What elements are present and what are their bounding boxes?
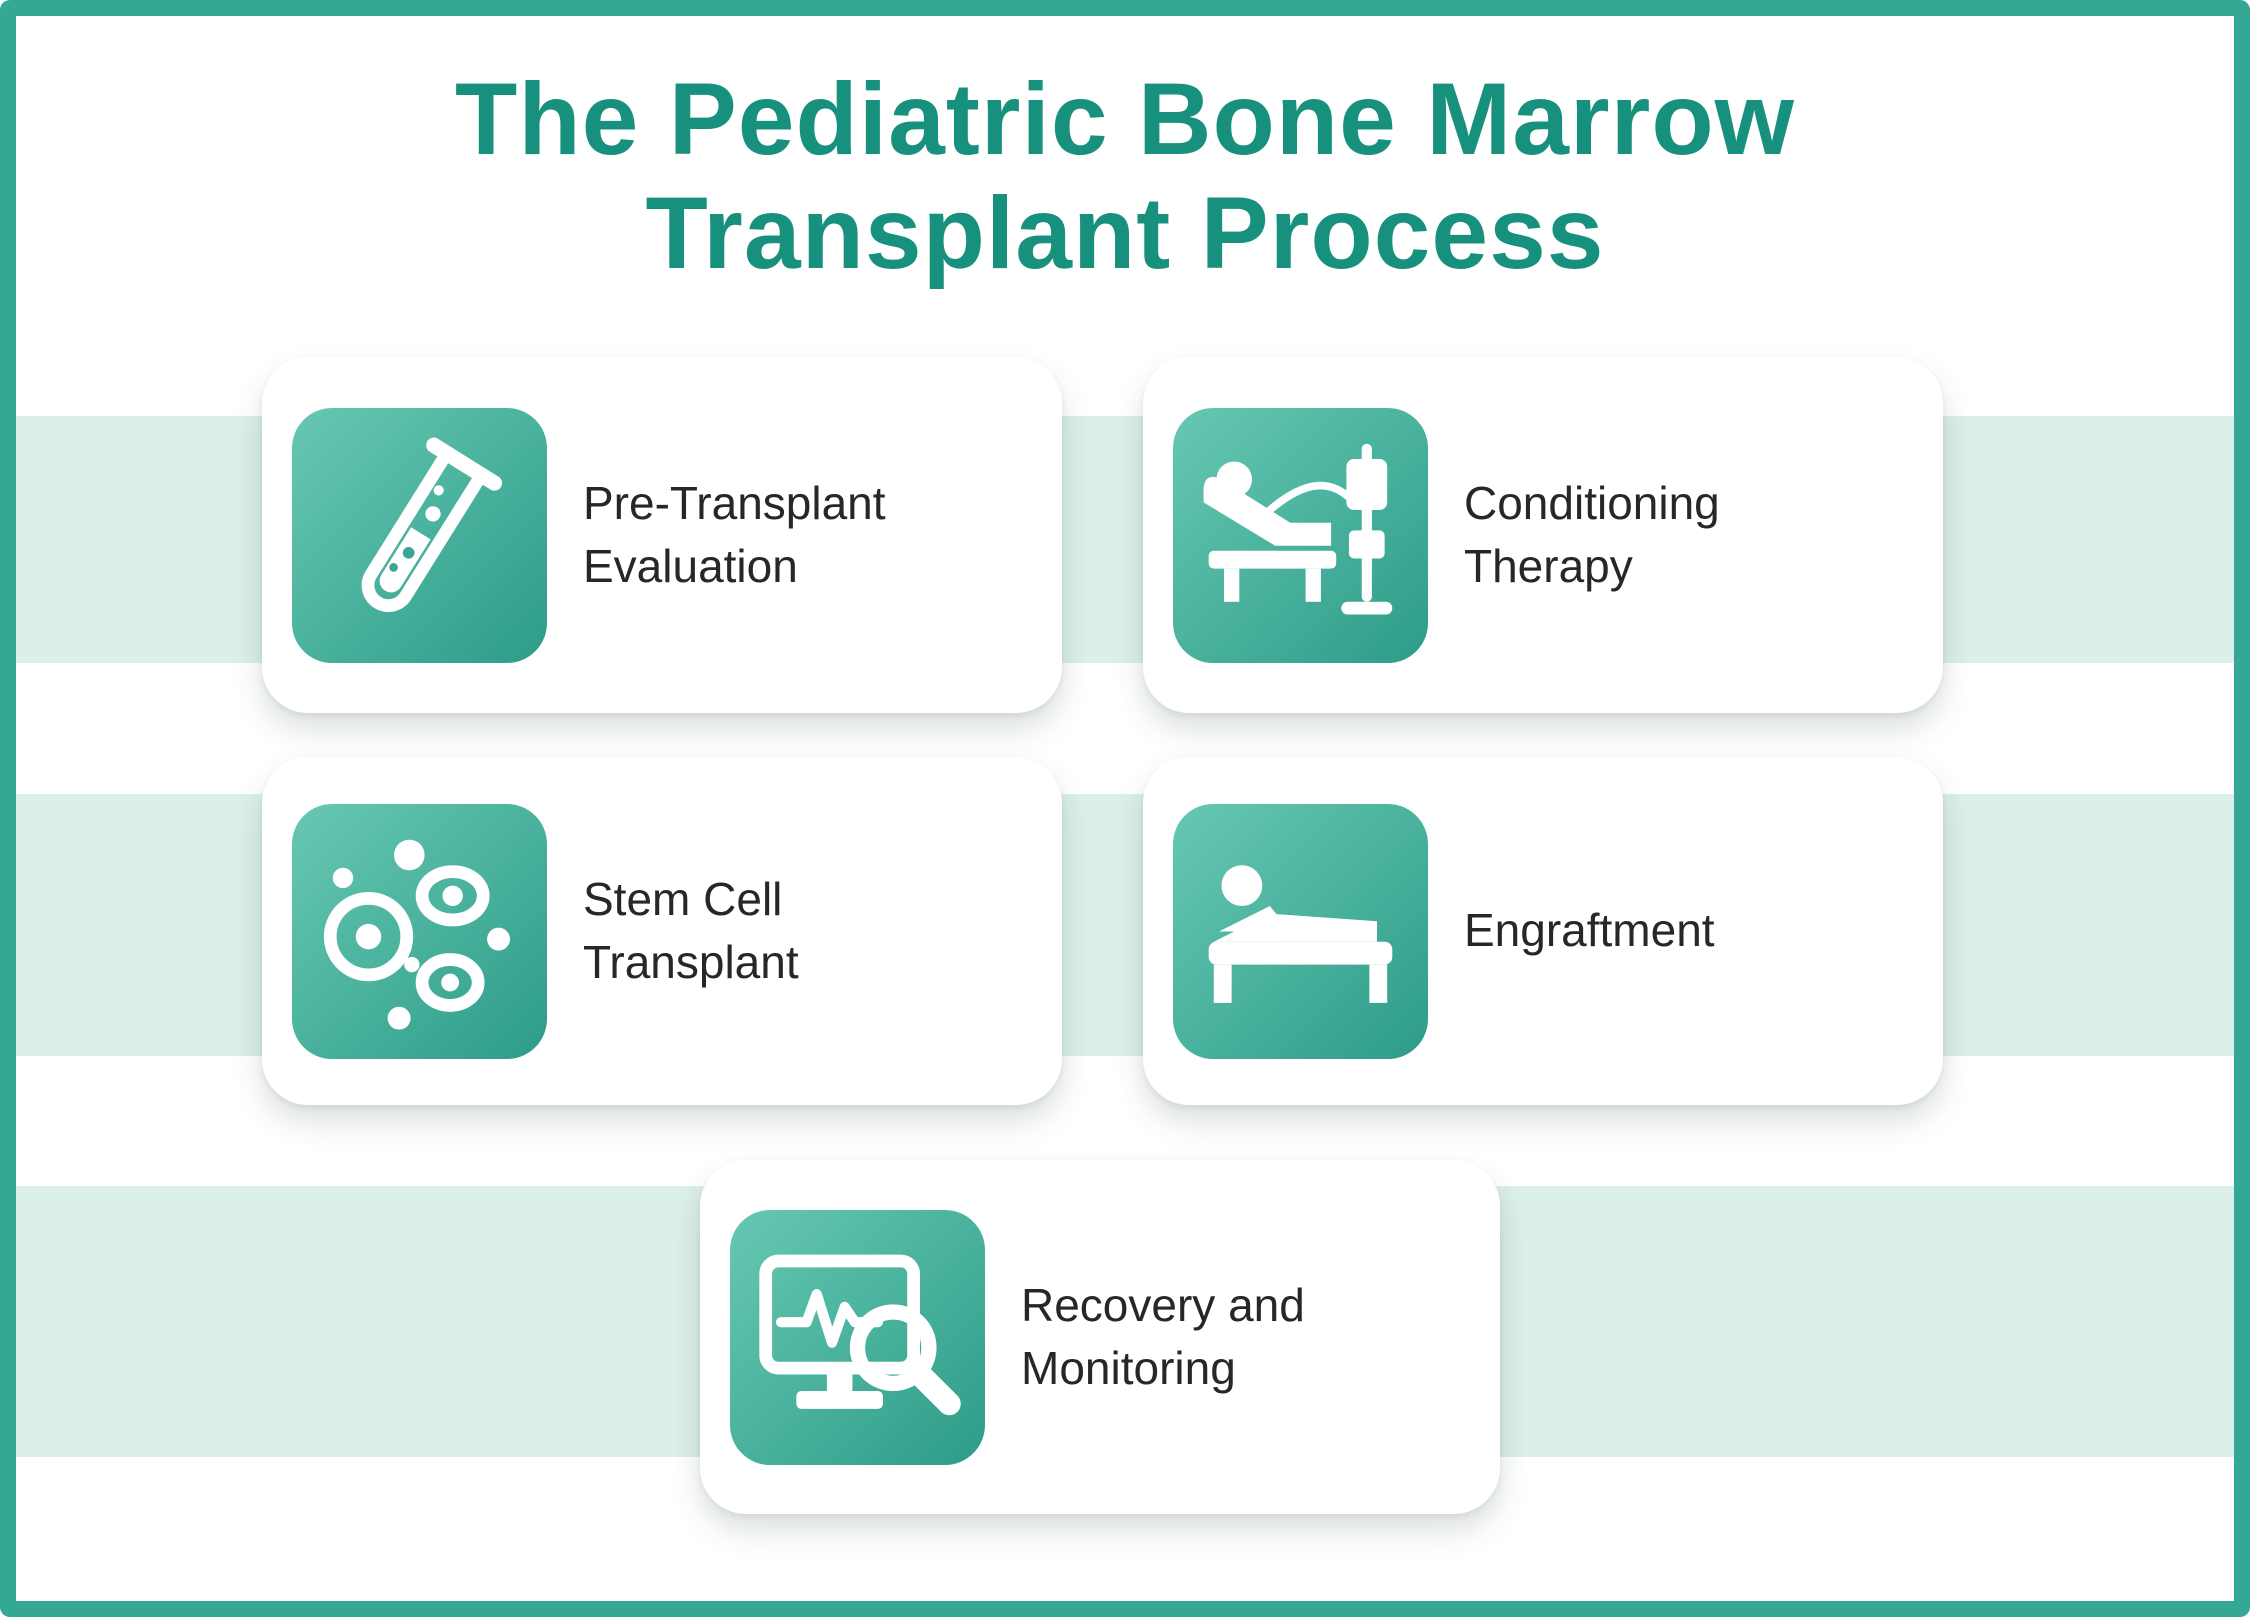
step-label: Engraftment [1464, 904, 1715, 957]
page-title: The Pediatric Bone Marrow Transplant Pro… [0, 62, 2250, 290]
step-card-pre-transplant-evaluation: Pre-Transplant Evaluation [262, 357, 1062, 713]
page-title-line-2: Transplant Process [645, 176, 1605, 291]
step-label: Recovery and Monitoring [1021, 1278, 1305, 1394]
step-label: Pre-Transplant Evaluation [583, 476, 886, 592]
step-label: Stem Cell Transplant [583, 872, 799, 988]
step-label: Conditioning Therapy [1464, 476, 1720, 592]
test-tube-icon [292, 407, 547, 663]
stem-cells-icon [292, 803, 547, 1059]
step-card-recovery-and-monitoring: Recovery and Monitoring [700, 1160, 1500, 1514]
hospital-bed-icon [1173, 803, 1428, 1059]
step-card-conditioning-therapy: Conditioning Therapy [1143, 357, 1943, 713]
monitor-magnifier-icon [730, 1209, 985, 1465]
step-card-engraftment: Engraftment [1143, 757, 1943, 1105]
step-card-stem-cell-transplant: Stem Cell Transplant [262, 757, 1062, 1105]
infusion-chair-icon [1173, 407, 1428, 663]
page-title-line-1: The Pediatric Bone Marrow [455, 62, 1795, 176]
